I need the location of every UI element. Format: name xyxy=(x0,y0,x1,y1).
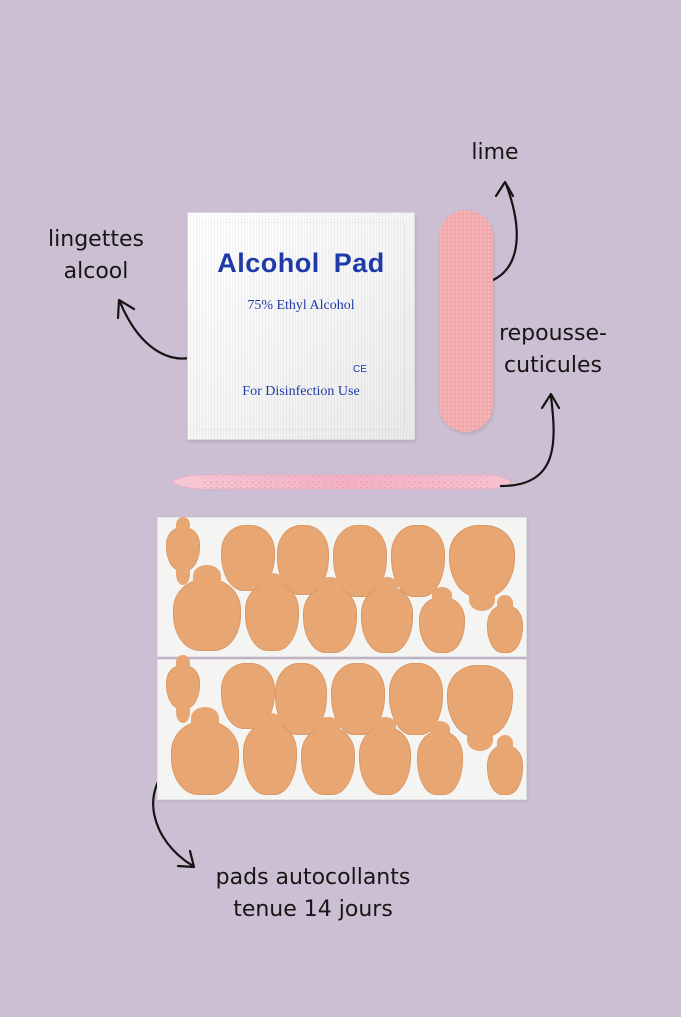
sticker-pad xyxy=(166,655,200,723)
label-pads-line2: tenue 14 jours xyxy=(233,897,393,922)
label-repousse-cuticules: repousse- cuticules xyxy=(488,318,618,382)
sachet-title: Alcohol Pad xyxy=(217,248,385,278)
sticker-sheet-bottom xyxy=(157,655,527,800)
nail-file xyxy=(439,210,493,432)
sticker-pad xyxy=(166,517,200,585)
sticker-pad xyxy=(243,713,297,795)
sticker-pad xyxy=(245,573,299,651)
sticker-pad xyxy=(487,595,523,653)
label-pads-autocollants: pads autocollants tenue 14 jours xyxy=(198,862,428,926)
sachet-subtitle: 75% Ethyl Alcohol xyxy=(247,298,355,313)
sticker-pad xyxy=(447,665,513,751)
ce-mark: CE xyxy=(353,364,367,375)
alcohol-pad-sachet: Alcohol Pad 75% Ethyl Alcohol CE For Dis… xyxy=(187,212,415,440)
label-lime-text: lime xyxy=(471,140,519,165)
label-repousse-line2: cuticules xyxy=(504,353,602,378)
sticker-pad xyxy=(301,717,355,795)
sticker-pad xyxy=(173,565,241,651)
label-lingettes-line1: lingettes xyxy=(48,227,144,252)
label-lingettes-line2: alcool xyxy=(63,259,129,284)
sticker-pad xyxy=(487,735,523,795)
sticker-pad xyxy=(303,577,357,653)
sticker-pad xyxy=(419,587,465,653)
sticker-pad xyxy=(391,525,445,597)
label-lingettes-alcool: lingettes alcool xyxy=(38,224,154,288)
sachet-seal-edge xyxy=(197,222,405,430)
sticker-pad xyxy=(417,721,463,795)
label-lime: lime xyxy=(462,137,528,169)
label-pads-line1: pads autocollants xyxy=(215,865,411,890)
sticker-pad xyxy=(361,577,413,653)
cuticle-pusher-icon xyxy=(171,474,513,490)
sticker-sheet-top xyxy=(157,517,527,657)
arrow-repousse-icon xyxy=(499,392,561,488)
sticker-pad xyxy=(359,717,411,795)
sticker-pad xyxy=(449,525,515,611)
label-repousse-line1: repousse- xyxy=(499,321,607,346)
sticker-pad xyxy=(171,707,239,795)
sachet-usage: For Disinfection Use xyxy=(242,384,360,399)
